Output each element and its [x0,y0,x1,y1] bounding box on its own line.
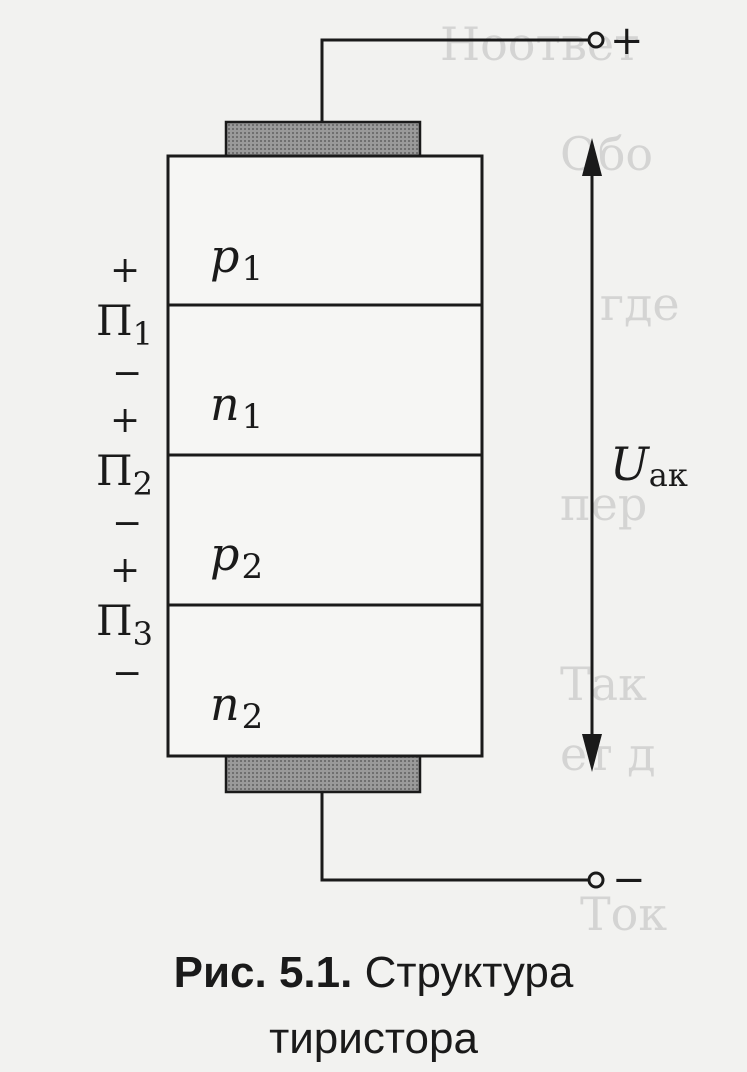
junction-3-labels: + П3 − [96,550,153,694]
figure-number: Рис. 5.1. [173,948,353,997]
svg-text:Так: Так [560,657,647,711]
junction-2-label: П2 [96,446,153,503]
anode-contact [224,120,422,160]
cathode-contact [224,754,422,794]
junction-3-minus: − [112,653,142,694]
cathode-terminal [587,871,605,889]
junction-1-plus: + [110,250,140,291]
layer-label-p2: p2 [210,527,263,587]
anode-lead: + [320,18,644,122]
cathode-lead: − [320,792,646,903]
layer-label-n2: n2 [210,677,263,737]
junction-2-minus: − [112,503,142,544]
svg-text:ет д: ет д [560,727,656,781]
arrow-up-icon [582,138,602,176]
svg-text:Ноответ: Ноответ [440,17,640,71]
arrow-down-icon [582,734,602,772]
anode-sign: + [610,18,644,64]
junction-2-labels: + П2 − [96,400,153,544]
figure-caption: Рис. 5.1. Структура тиристора [0,940,747,1072]
caption-line-2: тиристора [269,1014,478,1063]
anode-terminal [587,31,605,49]
junction-1-minus: − [112,353,142,394]
thyristor-diagram: Ноответ Обо где пер Так ет д Ток + − p1 … [96,17,688,941]
caption-line-1: Структура [364,948,574,997]
cathode-sign: − [612,857,646,903]
figure-page: Ноответ Обо где пер Так ет д Ток + − p1 … [96,17,688,1063]
voltage-arrow [582,138,602,772]
layer-label-n1: n1 [210,377,263,437]
svg-text:где: где [600,277,680,331]
junction-3-plus: + [110,550,140,591]
svg-text:Обо: Обо [560,127,653,181]
junction-1-label: П1 [96,296,153,353]
layer-label-p1: p1 [210,229,263,289]
junction-2-plus: + [110,400,140,441]
bleed-through-text: Ноответ Обо где пер Так ет д Ток [440,17,680,941]
junction-3-label: П3 [96,596,153,653]
svg-text:пер: пер [560,477,647,531]
svg-text:Ток: Ток [580,887,667,941]
junction-1-labels: + П1 − [96,250,153,394]
voltage-label: Uак [610,437,688,494]
